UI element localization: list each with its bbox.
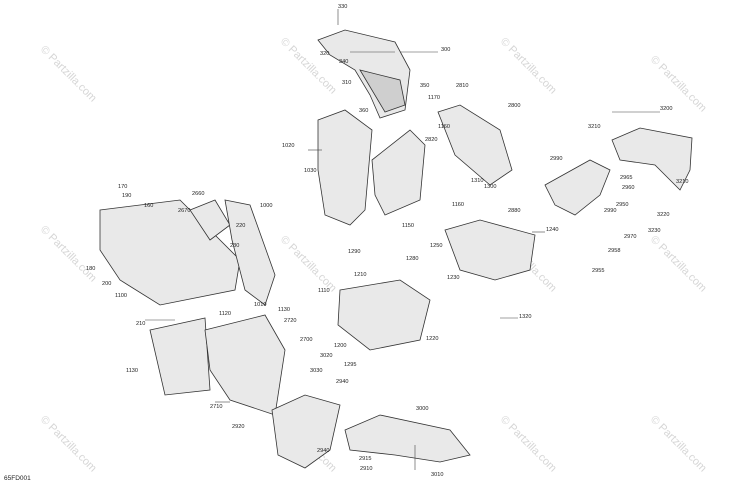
callout-label: 3220 <box>657 212 669 218</box>
callout-label: 3000 <box>416 406 428 412</box>
callout-label: 1100 <box>115 293 127 299</box>
callout-label: 2710 <box>210 404 222 410</box>
callout-label: 230 <box>230 243 239 249</box>
callout-label: 1160 <box>438 124 450 130</box>
callout-label: 1010 <box>254 302 266 308</box>
callout-label: 1280 <box>406 256 418 262</box>
callout-label: 1230 <box>447 275 459 281</box>
callout-label: 3200 <box>660 106 672 112</box>
callout-label: 2960 <box>622 185 634 191</box>
callout-label: 1210 <box>354 272 366 278</box>
part-cover-2800 <box>437 104 513 186</box>
callout-label: 1200 <box>334 343 346 349</box>
callout-label: 2720 <box>284 318 296 324</box>
callout-label: 2965 <box>620 175 632 181</box>
callout-label: 160 <box>144 203 153 209</box>
watermark-text: © Partzilla.com <box>278 234 339 295</box>
callout-label: 1120 <box>219 311 231 317</box>
callout-label: 350 <box>420 83 429 89</box>
callout-label: 2970 <box>624 234 636 240</box>
watermark-text: © Partzilla.com <box>38 224 99 285</box>
callout-label: 1295 <box>344 362 356 368</box>
diagram-code: 65FD001 <box>4 475 31 482</box>
callout-label: 200 <box>102 281 111 287</box>
callout-label: 3230 <box>648 228 660 234</box>
part-fender-2920 <box>271 394 341 469</box>
callout-label: 1130 <box>126 368 138 374</box>
callout-label: 1130 <box>278 307 290 313</box>
callout-label: 1030 <box>304 168 316 174</box>
callout-label: 1160 <box>452 202 464 208</box>
callout-label: 2670 <box>178 208 190 214</box>
callout-label: 2810 <box>456 83 468 89</box>
watermark-text: © Partzilla.com <box>38 414 99 475</box>
part-side-panel-left <box>317 109 373 226</box>
callout-label: 2880 <box>508 208 520 214</box>
callout-label: 220 <box>236 223 245 229</box>
callout-label: 2820 <box>425 137 437 143</box>
watermark-text: © Partzilla.com <box>648 234 709 295</box>
callout-label: 1150 <box>402 223 414 229</box>
callout-label: 2940 <box>336 379 348 385</box>
callout-label: 2940 <box>317 448 329 454</box>
callout-label: 1240 <box>546 227 558 233</box>
callout-label: 2990 <box>550 156 562 162</box>
callout-label: 2910 <box>360 466 372 472</box>
callout-label: 1170 <box>428 95 440 101</box>
callout-label: 1110 <box>318 288 330 294</box>
leader-lines <box>145 9 660 470</box>
part-panel-1130 <box>149 317 211 396</box>
callout-label: 2990 <box>604 208 616 214</box>
callout-label: 1220 <box>426 336 438 342</box>
callout-label: 3030 <box>310 368 322 374</box>
callout-label: 2958 <box>608 248 620 254</box>
callout-label: 2950 <box>616 202 628 208</box>
callout-label: 170 <box>118 184 127 190</box>
callout-label: 340 <box>339 59 348 65</box>
watermark-text: © Partzilla.com <box>38 44 99 105</box>
watermark-text: © Partzilla.com <box>648 414 709 475</box>
callout-label: 2920 <box>232 424 244 430</box>
callout-label: 180 <box>86 266 95 272</box>
part-bracket-2990 <box>544 159 611 216</box>
part-panel-1150 <box>371 129 426 216</box>
watermark-text: © Partzilla.com <box>498 414 559 475</box>
callout-label: 210 <box>136 321 145 327</box>
callout-label: 1300 <box>484 184 496 190</box>
part-panel-3000 <box>344 414 471 463</box>
part-fender-3200 <box>611 127 693 191</box>
callout-label: 3210 <box>588 124 600 130</box>
callout-label: 190 <box>122 193 131 199</box>
callout-label: 360 <box>359 108 368 114</box>
callout-label: 1000 <box>260 203 272 209</box>
callout-label: 1020 <box>282 143 294 149</box>
callout-label: 3210 <box>676 179 688 185</box>
callout-label: 2955 <box>592 268 604 274</box>
callout-label: 330 <box>338 4 347 10</box>
callout-label: 300 <box>441 47 450 53</box>
callout-label: 310 <box>342 80 351 86</box>
callout-label: 3020 <box>320 353 332 359</box>
callout-label: 1250 <box>430 243 442 249</box>
callout-label: 320 <box>320 51 329 57</box>
part-hood-inner <box>359 69 406 113</box>
callout-label: 1320 <box>519 314 531 320</box>
callout-label: 1310 <box>471 178 483 184</box>
part-floor-1110 <box>337 279 431 351</box>
callout-label: 2800 <box>508 103 520 109</box>
callout-layer: 330 320 340 300 310 350 2810 1170 360 1160 2820 280… <box>86 4 688 478</box>
callout-label: 2660 <box>192 191 204 197</box>
part-panel-2700 <box>204 314 286 416</box>
callout-label: 1290 <box>348 249 360 255</box>
callout-label: 2915 <box>359 456 371 462</box>
watermark-text: © Partzilla.com <box>498 36 559 97</box>
watermark-text: © Partzilla.com <box>648 54 709 115</box>
part-frame-1250 <box>444 219 536 281</box>
part-panel-1000 <box>224 199 276 306</box>
callout-label: 3010 <box>431 472 443 478</box>
part-shapes <box>99 29 693 469</box>
callout-label: 2700 <box>300 337 312 343</box>
